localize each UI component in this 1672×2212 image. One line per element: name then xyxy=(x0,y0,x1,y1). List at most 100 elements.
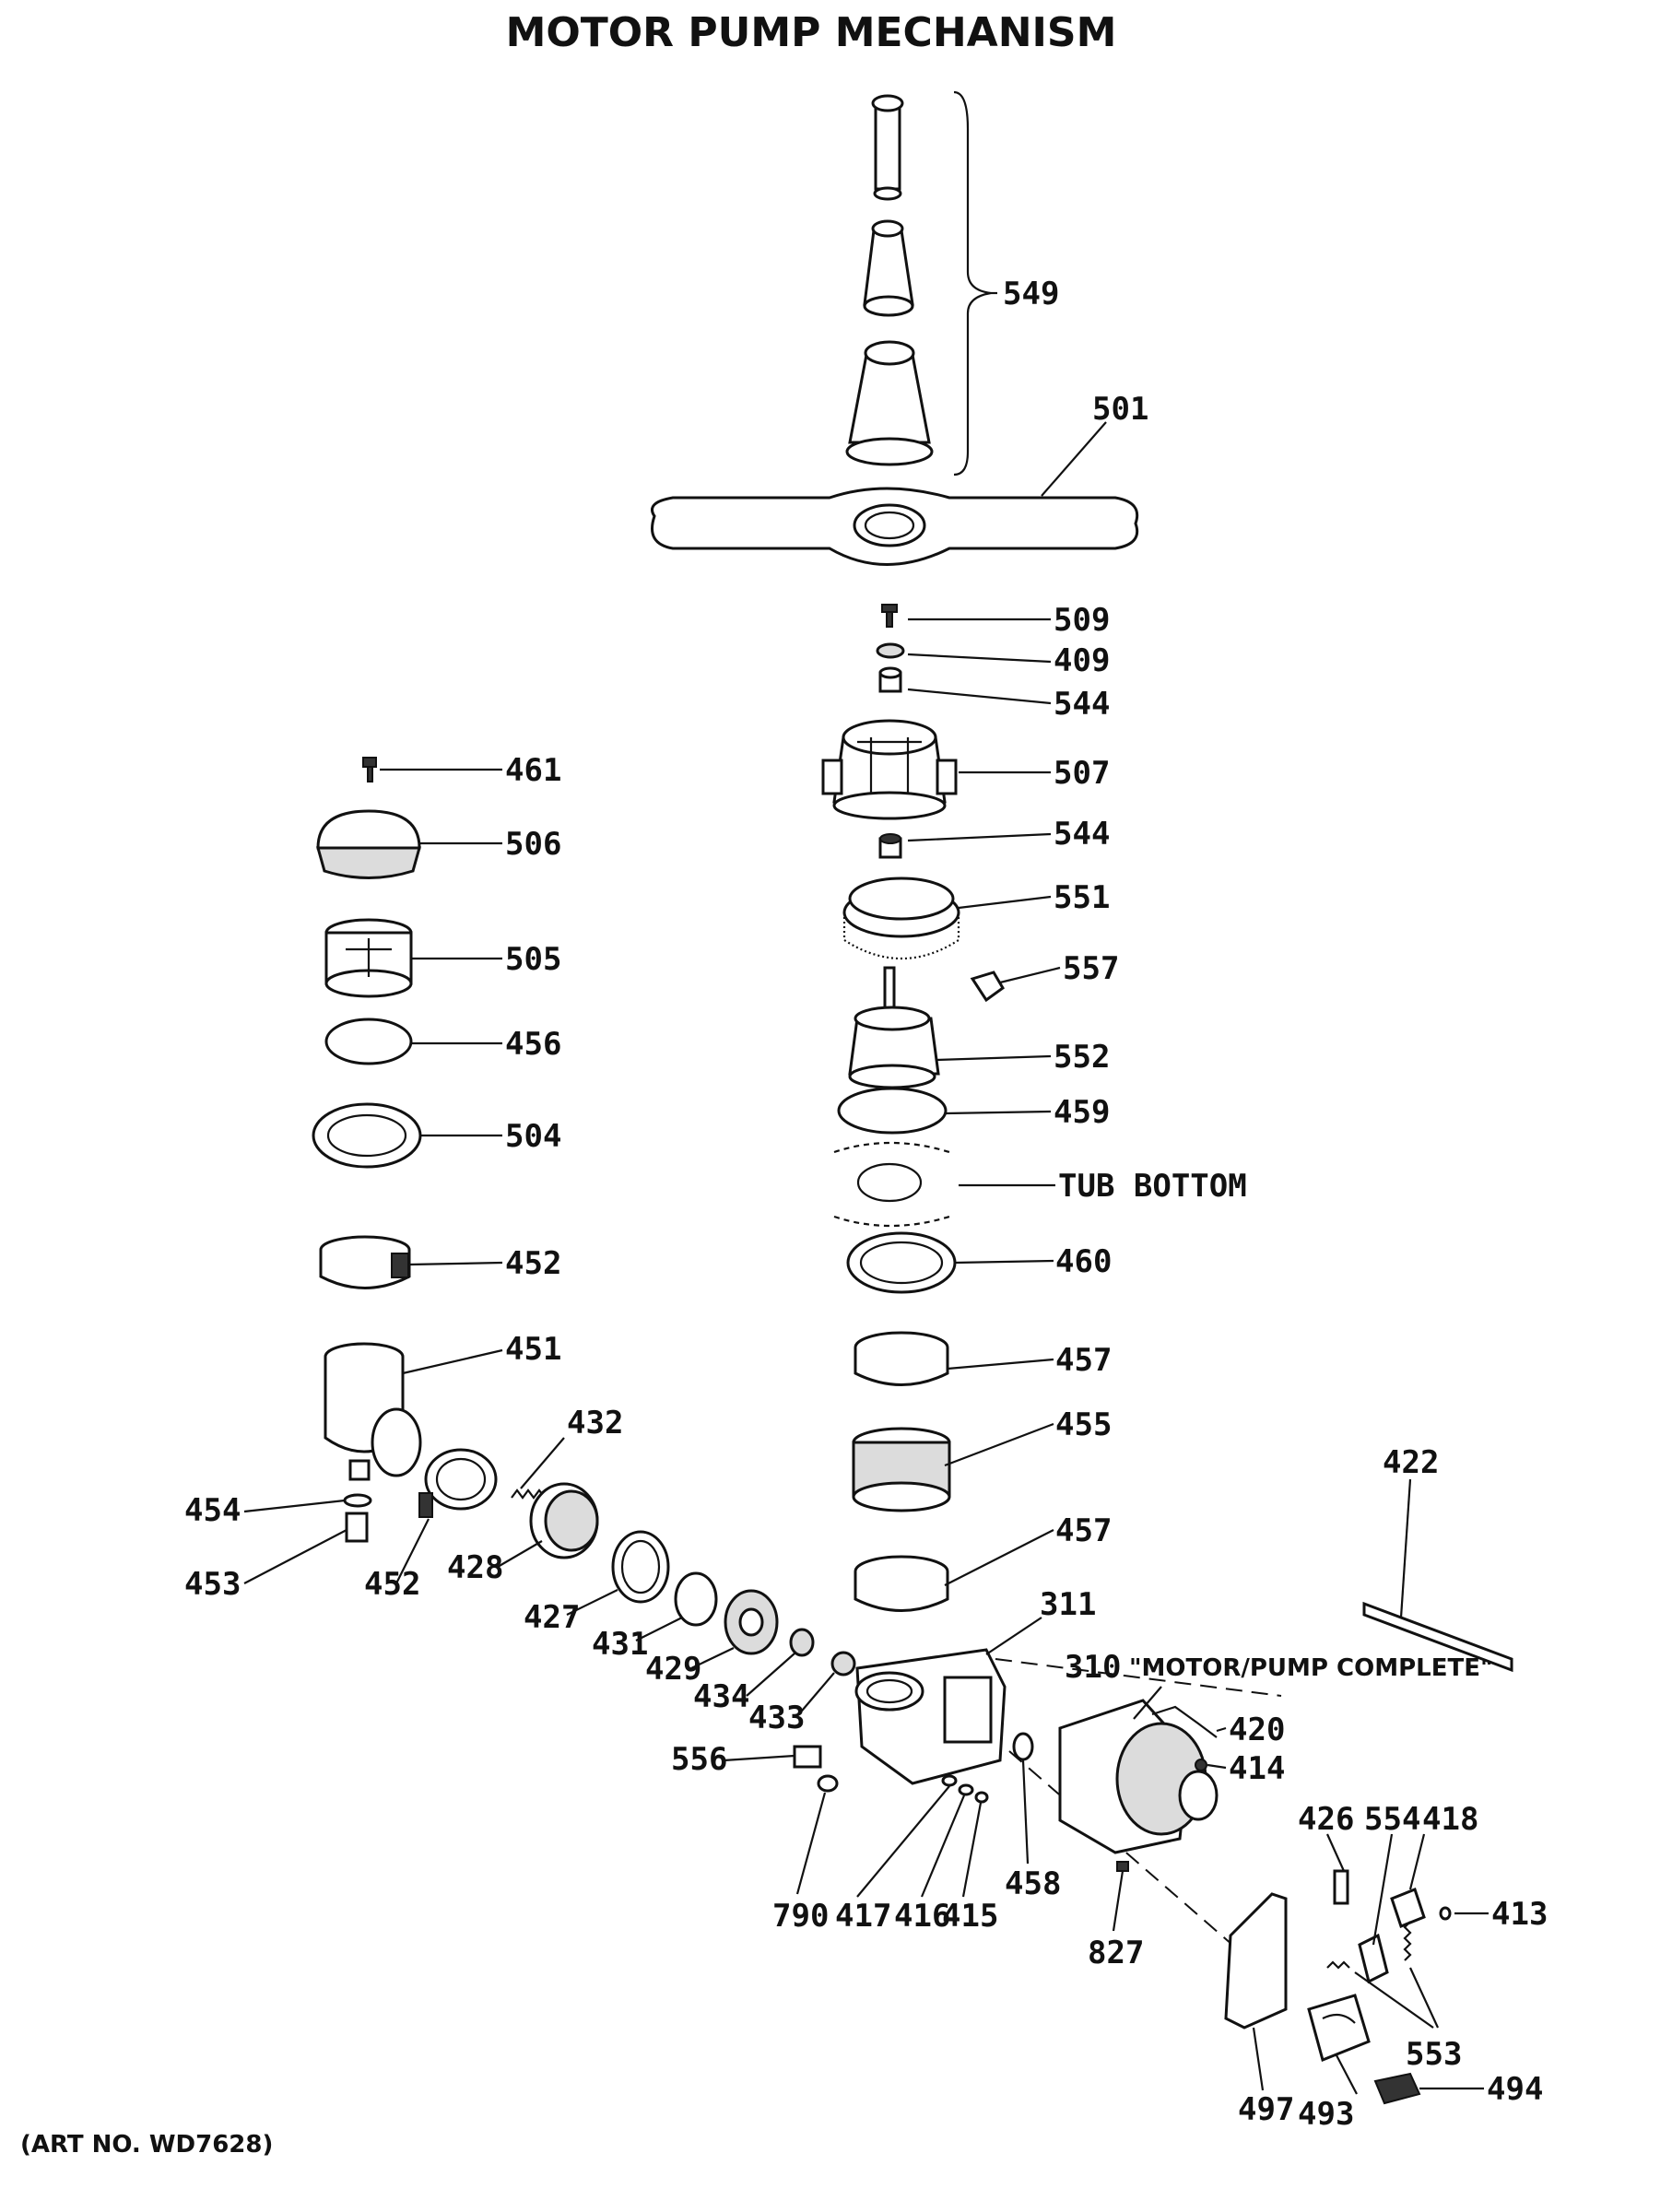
label-455: 455 xyxy=(1055,1406,1112,1443)
label-416: 416 xyxy=(894,1898,950,1935)
part-507-manifold-housing xyxy=(821,719,1051,820)
label-790: 790 xyxy=(772,1898,829,1935)
part-506-cover xyxy=(316,809,502,879)
part-413-clip xyxy=(1439,1906,1489,1921)
label-553: 553 xyxy=(1406,2036,1462,2073)
part-417-washer xyxy=(856,1774,958,1898)
part-431-seal xyxy=(635,1571,718,1641)
label-409: 409 xyxy=(1054,642,1110,679)
label-456: 456 xyxy=(505,1026,561,1063)
label-457-lower: 457 xyxy=(1055,1512,1112,1549)
part-427-ring xyxy=(566,1530,670,1616)
part-418-bracket xyxy=(1390,1833,1426,1928)
label-552: 552 xyxy=(1054,1039,1110,1076)
label-310: 310 xyxy=(1065,1649,1121,1686)
part-452-clamp-upper xyxy=(319,1235,503,1289)
label-494: 494 xyxy=(1487,2071,1543,2108)
part-556-plug xyxy=(723,1745,822,1769)
label-428: 428 xyxy=(447,1549,503,1586)
diagram-title: MOTOR PUMP MECHANISM xyxy=(506,9,1117,56)
part-426-capacitor-pin xyxy=(1325,1833,1349,1905)
label-452-lower: 452 xyxy=(364,1566,420,1603)
part-505-strainer xyxy=(324,918,502,998)
part-429-impeller xyxy=(690,1589,779,1669)
part-557-clip xyxy=(970,966,1061,1003)
label-557: 557 xyxy=(1063,950,1119,987)
label-452-upper: 452 xyxy=(505,1245,561,1282)
part-416-washer xyxy=(920,1783,974,1898)
part-311-pump-housing xyxy=(854,1617,1042,1785)
label-827: 827 xyxy=(1088,1935,1144,1971)
part-310-motor xyxy=(1058,1686,1219,1854)
label-457-upper: 457 xyxy=(1055,1342,1112,1379)
part-494-block xyxy=(1373,2072,1484,2105)
part-428-impeller-screen xyxy=(497,1482,599,1568)
part-553-spring xyxy=(1326,1921,1439,2029)
label-453: 453 xyxy=(184,1566,241,1603)
part-457-clamp-upper xyxy=(854,1331,1054,1386)
label-554: 554 xyxy=(1364,1801,1420,1838)
tub-bottom-marker xyxy=(833,1141,1055,1228)
part-451-sump-housing xyxy=(324,1342,503,1481)
label-418: 418 xyxy=(1422,1801,1478,1838)
label-544-lower: 544 xyxy=(1054,816,1110,853)
part-459-seal xyxy=(837,1087,1052,1135)
label-417: 417 xyxy=(835,1898,891,1935)
label-544-upper: 544 xyxy=(1054,686,1110,723)
part-497-bracket xyxy=(1224,1892,1288,2091)
label-414: 414 xyxy=(1229,1750,1285,1787)
part-552-shaft-assembly xyxy=(848,966,1052,1089)
label-506: 506 xyxy=(505,826,561,863)
label-493: 493 xyxy=(1298,2096,1354,2133)
label-422: 422 xyxy=(1383,1444,1439,1481)
part-551-ring xyxy=(842,877,1052,960)
part-457-clamp-lower xyxy=(854,1529,1054,1612)
part-460-gasket xyxy=(846,1231,1054,1294)
part-452-clamp-lower xyxy=(395,1448,498,1584)
part-493-switch-housing xyxy=(1307,1994,1371,2095)
label-461: 461 xyxy=(505,752,561,789)
part-544-bushing-upper xyxy=(878,666,1052,705)
label-551: 551 xyxy=(1054,879,1110,916)
label-motor-pump-complete: "MOTOR/PUMP COMPLETE" xyxy=(1129,1654,1493,1682)
label-433: 433 xyxy=(748,1700,805,1736)
label-427: 427 xyxy=(524,1599,580,1636)
label-432: 432 xyxy=(567,1405,623,1441)
part-501-spray-arm xyxy=(651,421,1139,566)
label-451: 451 xyxy=(505,1331,561,1368)
part-455-filter xyxy=(852,1422,1054,1512)
label-556: 556 xyxy=(671,1741,727,1778)
assembly-line-bottom xyxy=(1008,1750,1254,1964)
part-409-washer xyxy=(876,642,1052,664)
part-434-bearing xyxy=(746,1628,815,1697)
label-501: 501 xyxy=(1092,391,1148,428)
part-461-screw xyxy=(362,757,502,782)
part-509-screw xyxy=(881,604,1051,628)
part-544-bushing-lower xyxy=(878,832,1052,859)
part-415-clip xyxy=(961,1791,989,1898)
part-554-switch-plate xyxy=(1358,1833,1394,1984)
label-549: 549 xyxy=(1003,276,1059,312)
label-311: 311 xyxy=(1040,1586,1096,1623)
label-507: 507 xyxy=(1054,755,1110,792)
part-453-check-valve xyxy=(243,1512,369,1584)
label-504: 504 xyxy=(505,1118,561,1155)
label-509: 509 xyxy=(1054,602,1110,639)
label-459: 459 xyxy=(1054,1094,1110,1131)
label-415: 415 xyxy=(942,1898,998,1935)
part-420-wire xyxy=(1151,1705,1227,1738)
part-504-retainer-ring xyxy=(312,1102,502,1169)
label-tub-bottom: TUB BOTTOM xyxy=(1058,1168,1247,1205)
label-458: 458 xyxy=(1005,1865,1061,1902)
part-433-seal xyxy=(796,1651,856,1717)
label-454: 454 xyxy=(184,1492,241,1529)
part-458-seal xyxy=(1012,1732,1034,1865)
part-414-screw xyxy=(1195,1759,1227,1771)
label-505: 505 xyxy=(505,941,561,978)
label-434: 434 xyxy=(693,1678,749,1715)
part-790-clip xyxy=(795,1774,839,1895)
label-460: 460 xyxy=(1055,1243,1112,1280)
part-454-clip xyxy=(243,1493,372,1513)
part-549-spray-tube-set xyxy=(845,90,997,477)
